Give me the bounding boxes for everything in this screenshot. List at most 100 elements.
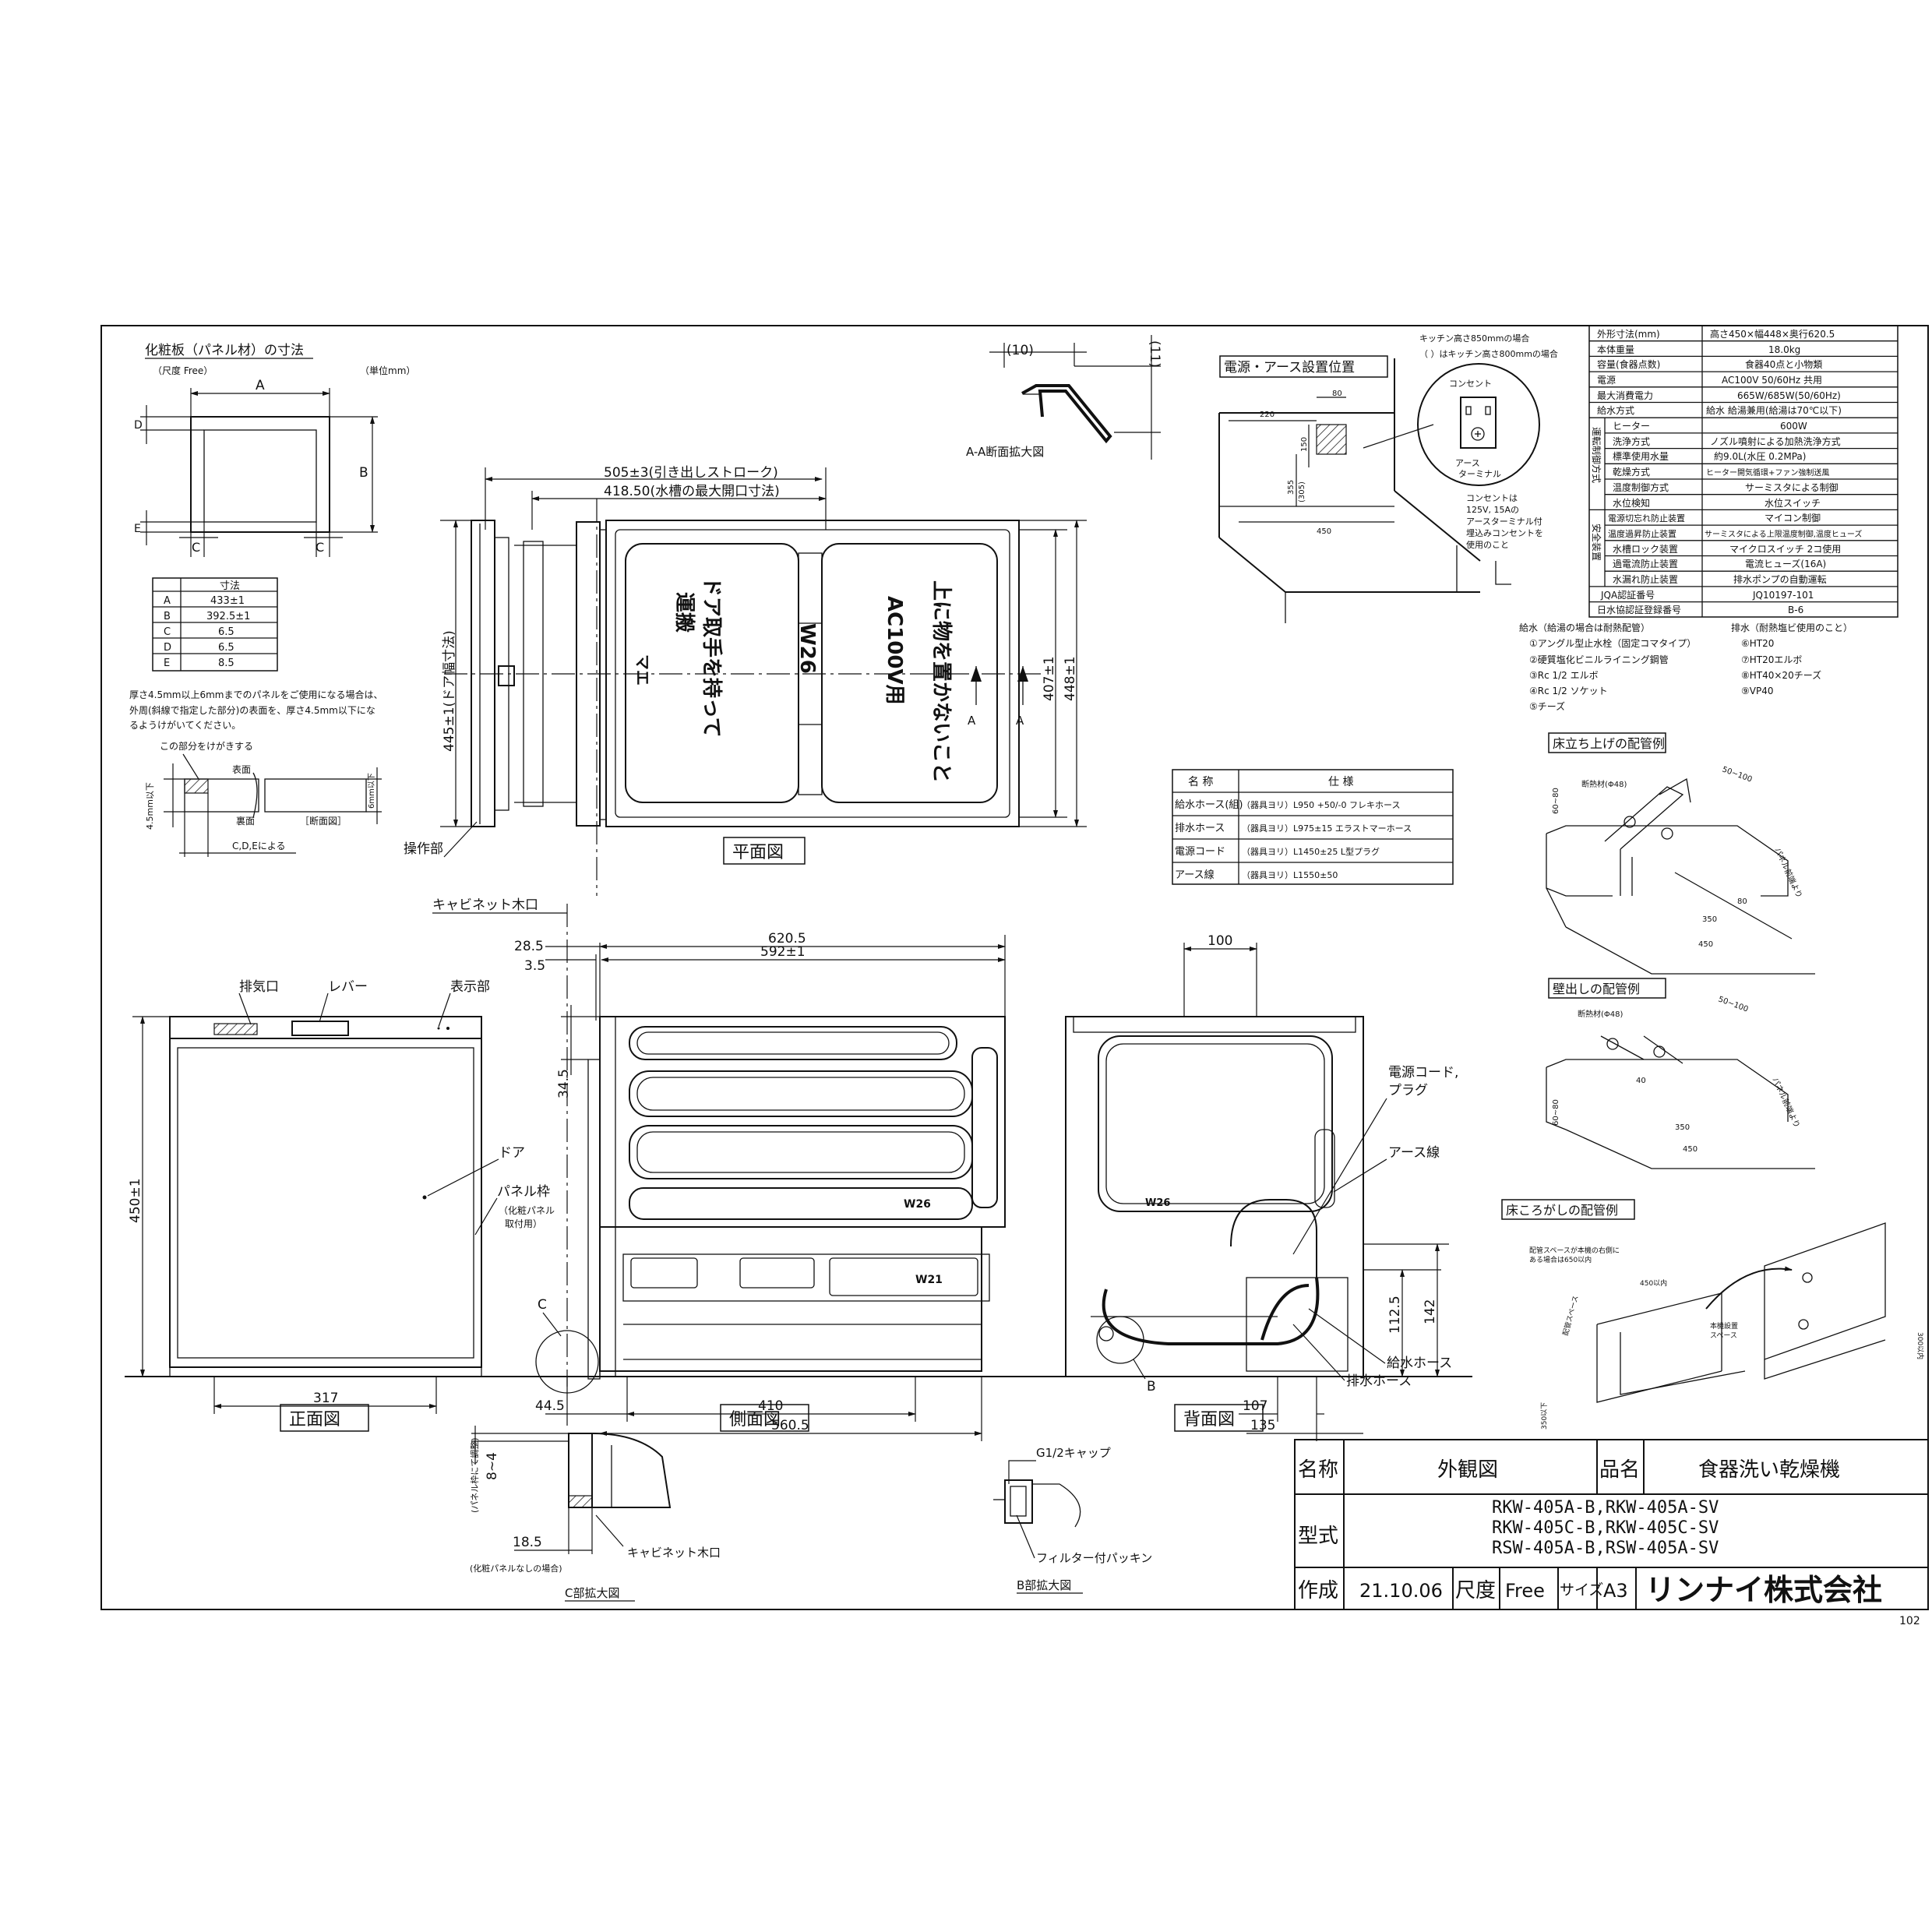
tb-model-2: RKW-405C-B,RKW-405C-SV	[1492, 1518, 1719, 1538]
side-title-box	[720, 1404, 809, 1432]
svg-text:392.5±1: 392.5±1	[206, 611, 250, 622]
svg-text:マイクロスイッチ 2コ使用: マイクロスイッチ 2コ使用	[1729, 543, 1841, 555]
svg-text:アースターミナル付: アースターミナル付	[1466, 516, 1542, 527]
svg-text:433±1: 433±1	[210, 595, 245, 607]
power-title: 電源・アース設置位置	[1224, 360, 1355, 375]
svg-text:600W: 600W	[1780, 421, 1807, 432]
svg-text:⑥HT20: ⑥HT20	[1741, 638, 1774, 649]
svg-text:350以下: 350以下	[1541, 1402, 1549, 1430]
plan-view: 505±3(引き出しストローク) 418.50(水槽の最大開口寸法) 上に物を置…	[404, 465, 1087, 914]
title-block: 名称 外観図 品名 食器洗い乾燥機 型式 RKW-405A-B,RKW-405A…	[1294, 1439, 1929, 1627]
svg-text:外形寸法(mm): 外形寸法(mm)	[1597, 329, 1660, 340]
svg-text:洗浄方式: 洗浄方式	[1613, 435, 1650, 447]
plan-lid-labels: 上に物を置かないこと AC100V用 W26 ドア取手を持って 運搬 マエ	[633, 576, 953, 783]
piping-example-floor-roll: 床ころがしの配管例 配管スペースが本機の右側に ある場合は650以内 450以内…	[1501, 1199, 1925, 1430]
outlet-location	[1316, 424, 1347, 455]
spec-table: 運転制御方式 安全装置 外形寸法(mm) 本体重量 容量(食器点数) 電源 最大…	[1588, 325, 1899, 618]
svg-text:JQ10197-101: JQ10197-101	[1752, 590, 1814, 601]
side-view: 620.5 592±1 28.5 3.5 W26 W21 34.5 C 44.5…	[514, 904, 1006, 1441]
power-earth-section: 電源・アース設置位置 キッチン高さ850mmの場合 （ ）はキッチン高さ800m…	[1218, 333, 1558, 623]
svg-text:B-6: B-6	[1788, 605, 1803, 615]
c-detail-cabinet: キャビネット木口	[627, 1546, 721, 1560]
aa-dim-10: (10)	[1007, 343, 1034, 358]
svg-text:裏面: 裏面	[236, 815, 255, 827]
svg-text:約9.0L(水圧 0.2MPa): 約9.0L(水圧 0.2MPa)	[1714, 450, 1806, 462]
exhaust-vent	[213, 1023, 258, 1035]
svg-text:③Rc 1/2 エルボ: ③Rc 1/2 エルボ	[1529, 670, 1599, 681]
svg-text:マエ: マエ	[633, 654, 652, 686]
svg-text:150: 150	[1300, 437, 1309, 452]
svg-text:E: E	[164, 658, 170, 669]
svg-text:60~80: 60~80	[1552, 1099, 1560, 1126]
detail-b-marker: B	[1147, 1379, 1156, 1394]
drain-hose-label: 排水ホース	[1346, 1373, 1412, 1389]
plan-lid-right	[821, 543, 998, 803]
svg-text:50~100: 50~100	[1717, 995, 1750, 1014]
panel-title: 化粧板（パネル材）の寸法	[145, 343, 304, 358]
aa-label: A-A断面拡大図	[966, 445, 1044, 459]
svg-text:450以内: 450以内	[1640, 1278, 1667, 1288]
svg-text:⑤チーズ: ⑤チーズ	[1529, 700, 1565, 712]
svg-text:C,D,Eによる: C,D,Eによる	[232, 841, 285, 851]
plan-title-box	[723, 837, 806, 865]
b-detail-packing: フィルター付パッキン	[1036, 1551, 1152, 1565]
plan-title: 平面図	[732, 843, 784, 862]
svg-text:電源切忘れ防止装置: 電源切忘れ防止装置	[1608, 513, 1685, 524]
svg-text:スペース: スペース	[1710, 1332, 1737, 1340]
plan-a-left: A	[968, 714, 976, 728]
b-detail: G1/2キャップ フィルター付パッキン B部拡大図	[993, 1446, 1152, 1594]
plan-stroke-dim: 505±3(引き出しストローク)	[604, 465, 778, 481]
svg-text:ノズル噴射による加熱洗浄方式: ノズル噴射による加熱洗浄方式	[1710, 435, 1841, 447]
svg-text:18.0kg: 18.0kg	[1768, 344, 1800, 355]
svg-text:AC100V用: AC100V用	[883, 596, 906, 705]
svg-text:サーミスタによる上限温度制御,温度ヒューズ: サーミスタによる上限温度制御,温度ヒューズ	[1705, 529, 1862, 539]
drain-legend-title: 排水（耐熱塩ビ使用のこと）	[1731, 622, 1853, 633]
svg-text:350: 350	[1675, 1123, 1690, 1132]
svg-text:埋込みコンセントを: 埋込みコンセントを	[1466, 528, 1543, 538]
back-title: 背面図	[1183, 1410, 1235, 1430]
side-body-upper	[599, 1016, 1006, 1228]
back-dim-107: 107	[1243, 1398, 1267, 1414]
plan-a-right: A	[1016, 714, 1024, 728]
svg-text:ドア取手を持って: ドア取手を持って	[700, 576, 723, 738]
aa-dim-11: (11)	[1147, 340, 1162, 368]
tb-made-label: 作成	[1298, 1579, 1338, 1602]
svg-text:ある場合は650以内: ある場合は650以内	[1529, 1255, 1592, 1264]
svg-text:名 称: 名 称	[1188, 776, 1213, 788]
tb-model-1: RKW-405A-B,RKW-405A-SV	[1492, 1498, 1719, 1518]
svg-text:パネル前端より: パネル前端より	[1772, 846, 1804, 900]
panel-table: 寸法 A 433±1 B 392.5±1 C 6.5 D 6.5 E 8.5	[152, 577, 278, 672]
ex1-title: 床立ち上げの配管例	[1553, 736, 1665, 751]
piping-example-wall: 壁出しの配管例 断熱材(Φ48) 50~100 60~80 350 450 40…	[1546, 978, 1815, 1169]
svg-text:（器具ヨリ）L1550±50: （器具ヨリ）L1550±50	[1242, 870, 1338, 880]
panel-dimension-section: 化粧板（パネル材）の寸法 （尺度 Free） （単位mm） A B D E C …	[129, 343, 415, 857]
back-view: 100 W26 電源コード, プラグ アース線 112.5 142 B 107 …	[1065, 933, 1458, 1441]
side-dim-345: 34.5	[556, 1069, 572, 1098]
svg-text:断熱材(Φ48): 断熱材(Φ48)	[1581, 779, 1627, 789]
svg-text:排水ホース: 排水ホース	[1175, 823, 1225, 834]
side-w21: W21	[915, 1274, 943, 1286]
svg-text:4.5mm以下: 4.5mm以下	[145, 782, 155, 830]
back-dim-142: 142	[1423, 1299, 1438, 1324]
tb-company: リンナイ株式会社	[1645, 1573, 1882, 1607]
svg-text:②硬質塩化ビニルライニング鋼管: ②硬質塩化ビニルライニング鋼管	[1529, 654, 1669, 665]
svg-text:標準使用水量: 標準使用水量	[1613, 450, 1669, 462]
svg-text:⑧HT40×20チーズ: ⑧HT40×20チーズ	[1741, 669, 1821, 681]
svg-text:（器具ヨリ）L950 +50/-0 フレキホース: （器具ヨリ）L950 +50/-0 フレキホース	[1242, 800, 1400, 810]
tb-name: 外観図	[1437, 1458, 1498, 1482]
dim-d: D	[134, 419, 143, 432]
cabinet-edge-label: キャビネット木口	[432, 897, 538, 913]
dim-c-left: C	[192, 540, 200, 555]
svg-text:最大消費電力: 最大消費電力	[1597, 390, 1653, 401]
svg-text:D: D	[164, 642, 171, 654]
svg-text:450: 450	[1317, 527, 1331, 536]
svg-text:コンセントは: コンセントは	[1466, 493, 1518, 503]
svg-text:8.5: 8.5	[218, 658, 234, 669]
svg-text:高さ450×幅448×奥行620.5: 高さ450×幅448×奥行620.5	[1710, 328, 1835, 340]
section-note: この部分をけがきする	[160, 740, 253, 752]
svg-text:容量(食器点数): 容量(食器点数)	[1597, 358, 1660, 370]
plan-open-dim: 418.50(水槽の最大開口寸法)	[604, 484, 780, 499]
kitchen-note-2: （ ）はキッチン高さ800mmの場合	[1419, 348, 1558, 359]
svg-text:本機設置: 本機設置	[1710, 1321, 1738, 1331]
svg-text:食器40点と小物類: 食器40点と小物類	[1745, 358, 1822, 370]
